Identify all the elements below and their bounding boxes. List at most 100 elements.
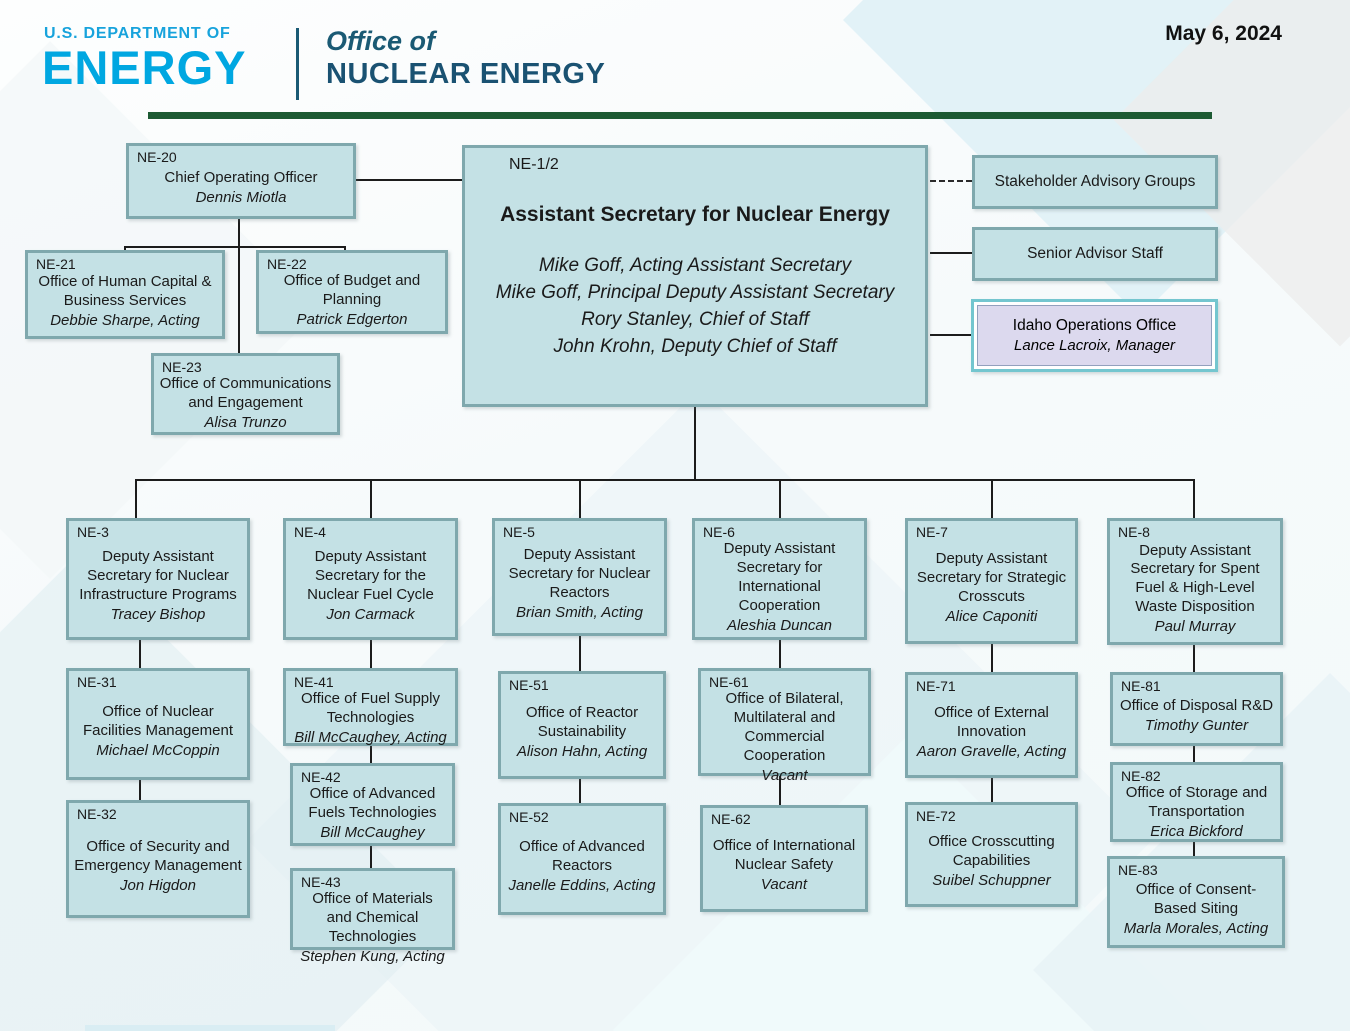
connector-main-bus — [135, 479, 1195, 481]
connector-drop-ne8 — [1193, 479, 1195, 518]
box-code: NE-21 — [36, 256, 76, 272]
box-person: Marla Morales, Acting — [1123, 919, 1269, 937]
doe-logo-energy-text: ENERGY — [42, 41, 247, 94]
box-code: NE-52 — [509, 809, 549, 825]
box-title: Stakeholder Advisory Groups — [994, 173, 1196, 191]
box-person: Mike Goff, Acting Assistant Secretary — [538, 255, 852, 277]
connector-drop-ne21 — [124, 246, 126, 252]
connector-ne6-ne61 — [779, 640, 781, 668]
box-title: Office of Budget and Planning — [283, 272, 421, 308]
box-person: Dennis Miotla — [195, 189, 287, 207]
box-body: Deputy Assistant Secretary for the Nucle… — [286, 540, 455, 637]
box-person: John Krohn, Deputy Chief of Staff — [553, 336, 837, 358]
box-body: Office of Consent-Based Siting Marla Mor… — [1110, 878, 1282, 945]
org-box-ne83: NE-83 Office of Consent-Based Siting Mar… — [1107, 856, 1285, 948]
connector-drop-ne4 — [370, 479, 372, 518]
org-box-ne22: NE-22 Office of Budget and Planning Patr… — [256, 250, 448, 334]
logo-divider — [296, 28, 299, 100]
box-code: NE-23 — [162, 359, 202, 375]
background-strip — [85, 1025, 335, 1031]
org-box-ne81: NE-81 Office of Disposal R&D Timothy Gun… — [1110, 672, 1283, 746]
box-body: Office of Security and Emergency Managem… — [69, 822, 247, 915]
box-person: Erica Bickford — [1150, 822, 1243, 840]
org-box-ne62: NE-62 Office of International Nuclear Sa… — [700, 805, 868, 912]
box-title: Office of Reactor Sustainability — [525, 703, 639, 740]
box-code: NE-42 — [301, 769, 341, 785]
box-person: Debbie Sharpe, Acting — [50, 312, 200, 330]
connector-ne31-ne32 — [139, 780, 141, 800]
nuclear-energy-text: NUCLEAR ENERGY — [326, 58, 606, 90]
box-code: NE-81 — [1121, 678, 1161, 694]
connector-ne51-ne52 — [579, 779, 581, 803]
box-body: Deputy Assistant Secretary for Nuclear I… — [69, 540, 247, 637]
box-person: Paul Murray — [1154, 618, 1236, 636]
date-label: May 6, 2024 — [1165, 22, 1282, 45]
box-person: Alisa Trunzo — [204, 413, 287, 431]
box-title: Assistant Secretary for Nuclear Energy — [500, 203, 890, 227]
box-title: Office of Bilateral, Multilateral and Co… — [725, 690, 844, 764]
box-code: NE-32 — [77, 806, 117, 822]
box-body: Office of Nuclear Facilities Management … — [69, 690, 247, 777]
org-box-ne32: NE-32 Office of Security and Emergency M… — [66, 800, 250, 918]
box-person: Patrick Edgerton — [296, 310, 408, 328]
box-code: NE-83 — [1118, 862, 1158, 878]
box-title: Office of Nuclear Facilities Management — [82, 702, 234, 739]
box-body: Office of International Nuclear Safety V… — [703, 827, 865, 909]
box-body: Office of Bilateral, Multilateral and Co… — [701, 690, 868, 789]
box-code: NE-6 — [703, 524, 735, 540]
box-body: Chief Operating Officer Dennis Miotla — [129, 165, 353, 216]
box-code: NE-62 — [711, 811, 751, 827]
box-title: Office Crosscutting Capabilities — [928, 833, 1055, 870]
connector-ne12-down — [694, 407, 696, 479]
org-box-ne12: NE-1/2 Assistant Secretary for Nuclear E… — [462, 145, 928, 407]
box-code: NE-3 — [77, 524, 109, 540]
box-body: Idaho Operations Office Lance Lacroix, M… — [977, 305, 1212, 366]
connector-ne71-ne72 — [991, 778, 993, 802]
box-body: Deputy Assistant Secretary for Internati… — [695, 540, 864, 639]
box-code: NE-41 — [294, 674, 334, 690]
org-box-ne20: NE-20 Chief Operating Officer Dennis Mio… — [126, 143, 356, 219]
box-code: NE-20 — [137, 149, 177, 165]
box-code: NE-4 — [294, 524, 326, 540]
connector-ne7-ne71 — [991, 644, 993, 672]
box-body: Senior Advisor Staff — [975, 230, 1215, 278]
org-box-idaho-operations-office: Idaho Operations Office Lance Lacroix, M… — [971, 299, 1218, 372]
box-body: Office of Communications and Engagement … — [154, 375, 337, 436]
box-person: Tracey Bishop — [110, 606, 206, 624]
box-title: Deputy Assistant Secretary for Nuclear R… — [508, 546, 651, 602]
box-code: NE-22 — [267, 256, 307, 272]
org-box-ne51: NE-51 Office of Reactor Sustainability A… — [498, 671, 666, 779]
box-title: Deputy Assistant Secretary for Strategic… — [916, 550, 1067, 606]
box-person: Aaron Gravelle, Acting — [916, 742, 1067, 760]
box-body: Deputy Assistant Secretary for Nuclear R… — [495, 540, 664, 633]
org-box-ne31: NE-31 Office of Nuclear Facilities Manag… — [66, 668, 250, 780]
box-person: Bill McCaughey — [320, 823, 425, 841]
box-body: Office of Fuel Supply Technologies Bill … — [286, 690, 455, 751]
box-code: NE-43 — [301, 874, 341, 890]
box-code: NE-72 — [916, 808, 956, 824]
org-box-ne21: NE-21 Office of Human Capital & Business… — [25, 250, 225, 339]
box-person: Janelle Eddins, Acting — [508, 876, 656, 894]
connector-ne3-ne31 — [139, 640, 141, 668]
box-person: Jon Higdon — [120, 876, 196, 894]
box-title: Senior Advisor Staff — [1027, 245, 1163, 263]
box-body: Office of Reactor Sustainability Alison … — [501, 693, 663, 776]
connector-ne20-down — [238, 219, 240, 353]
org-box-ne23: NE-23 Office of Communications and Engag… — [151, 353, 340, 435]
box-code: NE-61 — [709, 674, 749, 690]
org-box-ne4: NE-4 Deputy Assistant Secretary for the … — [283, 518, 458, 640]
org-box-senior-advisor-staff: Senior Advisor Staff — [972, 227, 1218, 281]
connector-drop-ne3 — [135, 479, 137, 518]
box-body: Deputy Assistant Secretary for Strategic… — [908, 540, 1075, 641]
box-title: Office of External Innovation — [934, 703, 1049, 740]
box-title: Deputy Assistant Secretary for the Nucle… — [307, 548, 434, 604]
connector-ne20-ne12 — [356, 179, 462, 181]
org-box-ne5: NE-5 Deputy Assistant Secretary for Nucl… — [492, 518, 667, 636]
box-title: Office of Consent-Based Siting — [1135, 880, 1257, 917]
box-person: Stephen Kung, Acting — [300, 947, 445, 965]
connector-drop-ne6 — [779, 479, 781, 518]
connector-ne81-ne82 — [1193, 746, 1195, 762]
box-person: Rory Stanley, Chief of Staff — [581, 309, 809, 331]
org-box-ne8: NE-8 Deputy Assistant Secretary for Spen… — [1107, 518, 1283, 645]
